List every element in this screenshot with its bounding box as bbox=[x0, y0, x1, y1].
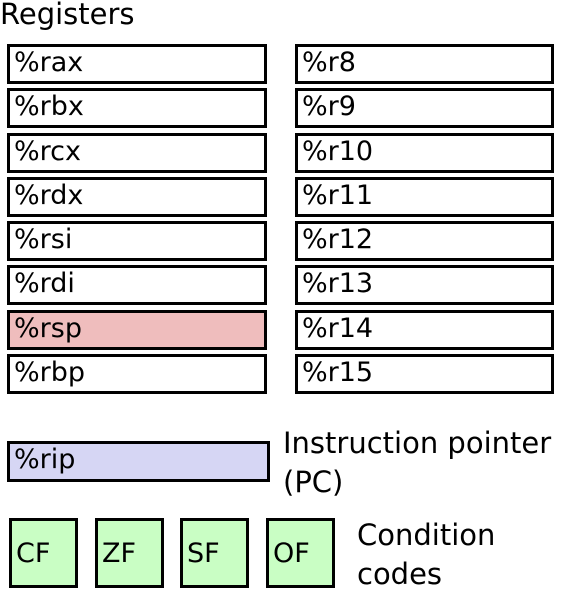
register-rax: %rax bbox=[7, 44, 267, 84]
register-rsi: %rsi bbox=[7, 221, 267, 261]
diagram-title: Registers bbox=[0, 0, 135, 31]
instruction-pointer-label-line2: (PC) bbox=[283, 465, 344, 499]
register-r13: %r13 bbox=[295, 265, 554, 305]
register-rbx: %rbx bbox=[7, 88, 267, 128]
condition-codes-label-line1: Condition bbox=[357, 518, 496, 552]
condition-codes-label-line2: codes bbox=[357, 557, 443, 591]
register-r10: %r10 bbox=[295, 133, 554, 173]
register-r12: %r12 bbox=[295, 221, 554, 261]
register-r14: %r14 bbox=[295, 310, 554, 350]
register-rip: %rip bbox=[7, 441, 270, 482]
flag-sf: SF bbox=[180, 518, 249, 588]
instruction-pointer-label-line1: Instruction pointer bbox=[283, 426, 552, 460]
register-rcx: %rcx bbox=[7, 133, 267, 173]
register-rdx: %rdx bbox=[7, 177, 267, 217]
register-r9: %r9 bbox=[295, 88, 554, 128]
flag-of: OF bbox=[266, 518, 335, 588]
register-r15: %r15 bbox=[295, 354, 554, 394]
register-rdi: %rdi bbox=[7, 265, 267, 305]
register-r8: %r8 bbox=[295, 44, 554, 84]
flag-zf: ZF bbox=[95, 518, 164, 588]
register-rsp: %rsp bbox=[7, 310, 267, 350]
flag-cf: CF bbox=[9, 518, 78, 588]
register-r11: %r11 bbox=[295, 177, 554, 217]
register-rbp: %rbp bbox=[7, 354, 267, 394]
